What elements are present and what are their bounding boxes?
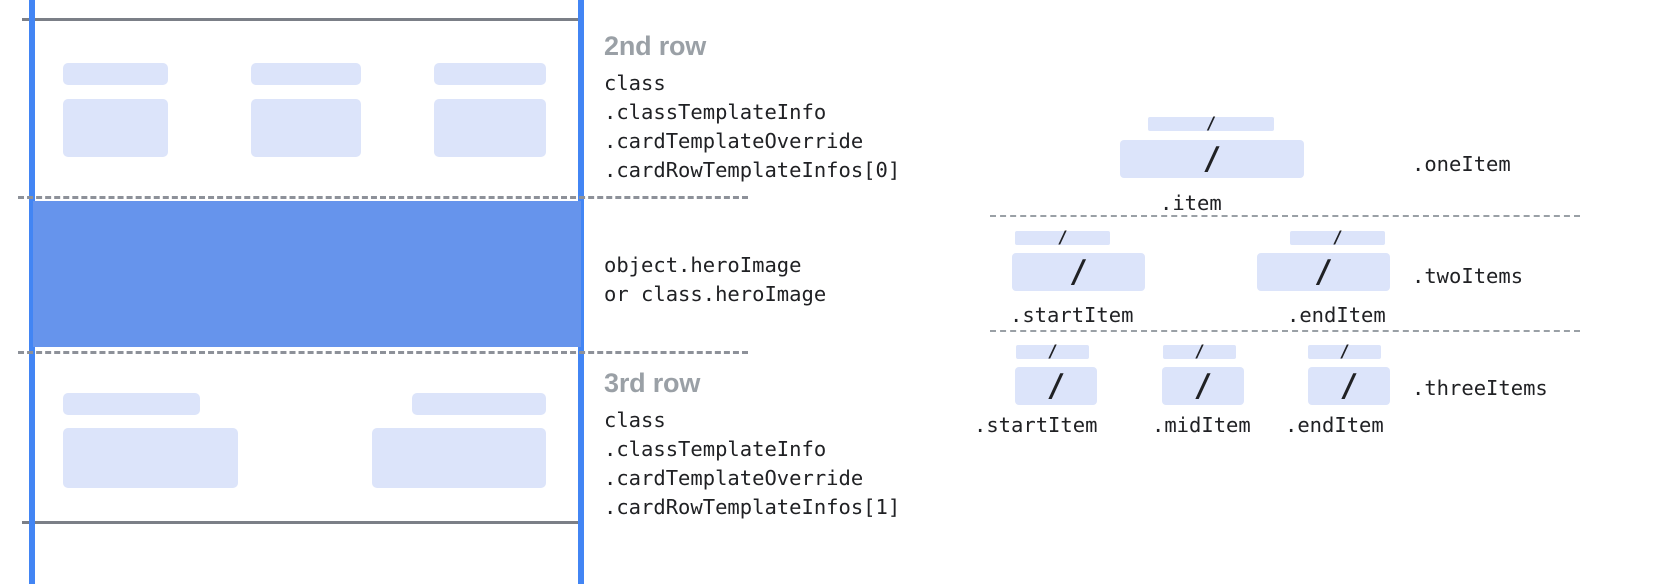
row2-placeholder-value-3	[434, 99, 546, 157]
row2-code-line-3: .cardTemplateOverride	[604, 129, 864, 153]
row3-code-line-2: .classTemplateInfo	[604, 437, 827, 461]
row2-placeholder-label-3	[434, 63, 546, 85]
three-items-start-bottom-label: .startItem	[974, 413, 1098, 437]
slash-icon: /	[1314, 254, 1333, 290]
row3-placeholder-label-2	[412, 393, 546, 415]
row3-placeholder-label-1	[63, 393, 200, 415]
card-top-border	[22, 18, 584, 21]
slash-icon: /	[1339, 342, 1350, 362]
three-items-mid-bottom-label: .midItem	[1152, 413, 1251, 437]
card-right-guide-line	[578, 0, 584, 584]
three-items-mid-value-bar: /	[1162, 367, 1244, 405]
slash-icon: /	[1194, 342, 1205, 362]
slash-icon: /	[1332, 228, 1343, 248]
row2-title: 2nd row	[604, 31, 707, 61]
hero-image-band	[33, 201, 581, 347]
item-layout-diagram: / / .item .oneItem / / .startItem / /	[960, 0, 1676, 584]
slash-icon: /	[1202, 141, 1222, 177]
row3-code-line-1: class	[604, 408, 666, 432]
slash-icon: /	[1205, 114, 1217, 134]
hero-annotation: object.heroImage or class.heroImage	[604, 251, 826, 309]
two-items-start-bottom-label: .startItem	[1010, 303, 1134, 327]
three-items-start-value-bar: /	[1015, 367, 1097, 405]
row2-placeholder-label-1	[63, 63, 168, 85]
row2-hero-divider	[18, 196, 748, 199]
card-bottom-border	[22, 521, 584, 524]
slash-icon: /	[1046, 368, 1066, 404]
slash-icon: /	[1057, 228, 1068, 248]
row2-annotation: 2nd row class .classTemplateInfo .cardTe…	[604, 33, 900, 185]
hero-code-line-2: or class.heroImage	[604, 282, 827, 306]
slash-icon: /	[1047, 342, 1058, 362]
row3-code-line-4: .cardRowTemplateInfos[1]	[604, 495, 901, 519]
hero-row3-divider	[18, 351, 748, 354]
one-item-bottom-label: .item	[1160, 191, 1222, 215]
three-items-end-bottom-label: .endItem	[1285, 413, 1384, 437]
two-items-end-value-bar: /	[1257, 253, 1390, 291]
two-items-right-label: .twoItems	[1412, 264, 1524, 288]
one-item-right-label: .oneItem	[1412, 152, 1511, 176]
two-three-divider	[990, 330, 1580, 332]
card-layout-diagram	[0, 0, 748, 584]
three-items-right-label: .threeItems	[1412, 376, 1548, 400]
row2-code-line-2: .classTemplateInfo	[604, 100, 827, 124]
slash-icon: /	[1069, 254, 1088, 290]
one-two-divider	[990, 215, 1580, 217]
row3-title: 3rd row	[604, 368, 701, 398]
three-items-end-value-bar: /	[1308, 367, 1390, 405]
three-items-end-label-bar: /	[1308, 342, 1381, 362]
one-item-label-bar: /	[1148, 114, 1274, 134]
row3-code-line-3: .cardTemplateOverride	[604, 466, 864, 490]
slash-icon: /	[1339, 368, 1359, 404]
row2-code-line-1: class	[604, 71, 666, 95]
slash-icon: /	[1193, 368, 1213, 404]
three-items-start-label-bar: /	[1016, 342, 1089, 362]
row3-placeholder-value-2	[372, 428, 546, 488]
three-items-mid-label-bar: /	[1163, 342, 1236, 362]
card-left-guide-line	[29, 0, 35, 584]
row2-placeholder-value-2	[251, 99, 361, 157]
one-item-value-bar: /	[1120, 140, 1304, 178]
row2-code-line-4: .cardRowTemplateInfos[0]	[604, 158, 901, 182]
row2-placeholder-value-1	[63, 99, 168, 157]
two-items-start-label-bar: /	[1015, 228, 1110, 248]
row3-annotation: 3rd row class .classTemplateInfo .cardTe…	[604, 370, 900, 522]
two-items-start-value-bar: /	[1012, 253, 1145, 291]
row2-placeholder-label-2	[251, 63, 361, 85]
two-items-end-bottom-label: .endItem	[1287, 303, 1386, 327]
row3-placeholder-value-1	[63, 428, 238, 488]
hero-code-line-1: object.heroImage	[604, 253, 802, 277]
two-items-end-label-bar: /	[1290, 228, 1385, 248]
